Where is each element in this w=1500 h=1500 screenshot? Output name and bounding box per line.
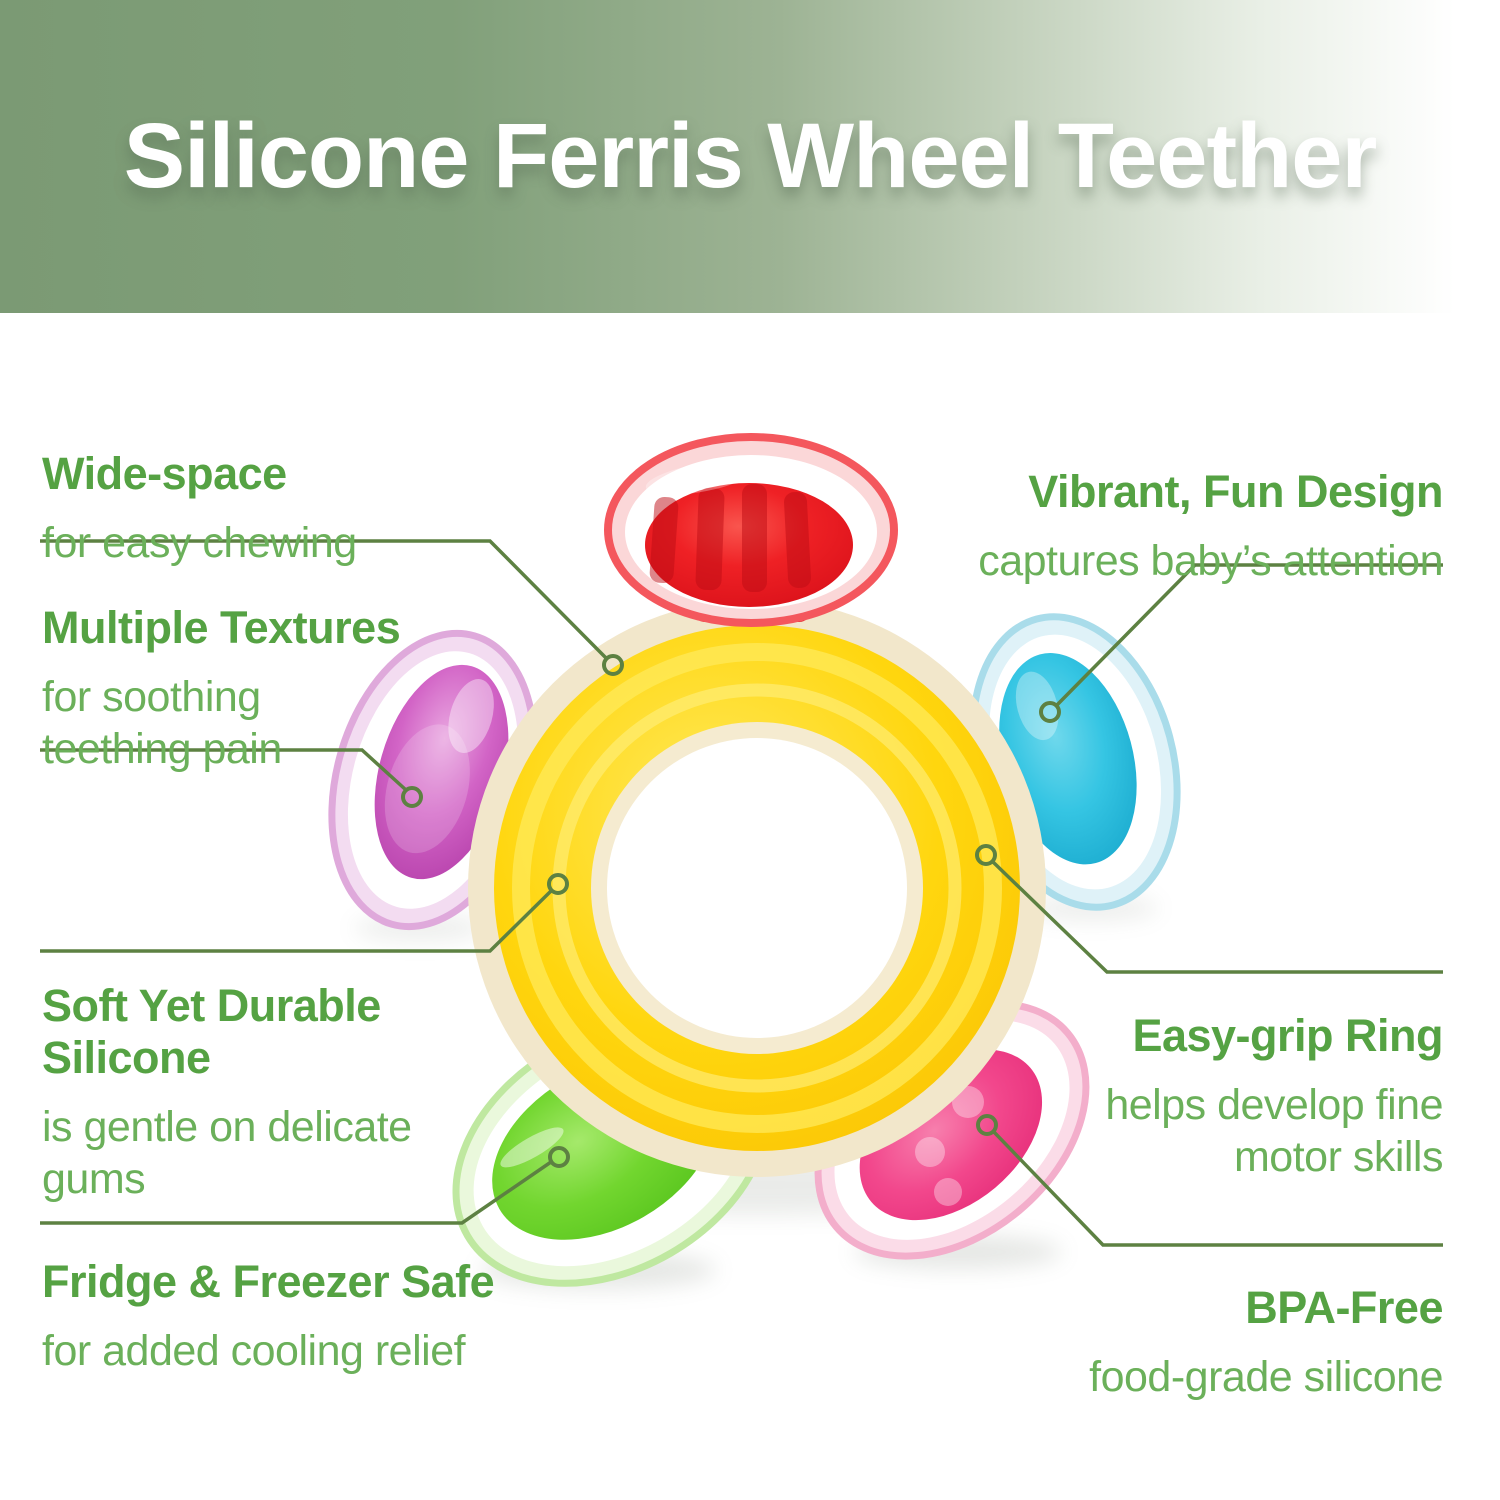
callout-desc: for easy chewing <box>42 519 357 568</box>
marker-wide-space <box>602 654 624 676</box>
callout-line-wide-space <box>40 539 609 661</box>
callout-lines <box>40 539 1443 1247</box>
callout-multiple-textures: Multiple Textures for soothing teething … <box>42 584 401 793</box>
callout-title: Vibrant, Fun Design <box>1028 466 1443 517</box>
header-banner: Silicone Ferris Wheel Teether <box>0 0 1500 313</box>
callout-markers <box>401 654 1061 1168</box>
callout-line-multiple-textures <box>40 748 408 792</box>
callout-wide-space: Wide-space for easy chewing <box>42 430 357 588</box>
purple-bump <box>328 629 538 931</box>
callout-easy-grip: Easy-grip Ring helps develop fine motor … <box>1105 992 1443 1201</box>
callout-line-easy-grip <box>990 859 1443 974</box>
callout-bpa-free: BPA-Free food-grade silicone <box>1089 1264 1443 1422</box>
callout-desc: captures baby’s attention <box>978 537 1443 586</box>
callout-title: Multiple Textures <box>42 602 401 653</box>
callout-desc: for added cooling relief <box>42 1327 466 1376</box>
callout-title: Wide-space <box>42 448 287 499</box>
callout-line-bpa-free <box>991 1129 1443 1247</box>
callout-desc: helps develop fine motor skills <box>1105 1081 1443 1181</box>
marker-vibrant-design <box>1039 701 1061 723</box>
page-title: Silicone Ferris Wheel Teether <box>123 105 1378 207</box>
yellow-ring <box>468 599 1046 1177</box>
red-bump-ridges <box>649 484 811 592</box>
marker-bpa-free <box>976 1114 998 1136</box>
callout-line-vibrant-design <box>1054 563 1443 708</box>
callout-title: Soft Yet Durable Silicone <box>42 980 381 1084</box>
callout-fridge-freezer: Fridge & Freezer Safe for added cooling … <box>42 1238 495 1396</box>
callout-line-soft-silicone <box>40 888 554 953</box>
marker-easy-grip <box>975 844 997 866</box>
callout-line-fridge-freezer <box>40 1160 552 1225</box>
callout-title: Fridge & Freezer Safe <box>42 1256 495 1307</box>
red-bump <box>604 433 898 627</box>
callout-title: Easy-grip Ring <box>1132 1010 1443 1061</box>
callout-desc: food-grade silicone <box>1089 1353 1443 1402</box>
marker-fridge-freezer <box>548 1146 570 1168</box>
callout-soft-silicone: Soft Yet Durable Silicone is gentle on d… <box>42 962 412 1224</box>
callout-desc: is gentle on delicate gums <box>42 1103 412 1203</box>
marker-soft-silicone <box>547 873 569 895</box>
marker-multiple-textures <box>401 786 423 808</box>
callout-title: BPA-Free <box>1245 1282 1443 1333</box>
callout-vibrant-design: Vibrant, Fun Design captures baby’s atte… <box>978 448 1443 606</box>
callout-desc: for soothing teething pain <box>42 673 282 773</box>
